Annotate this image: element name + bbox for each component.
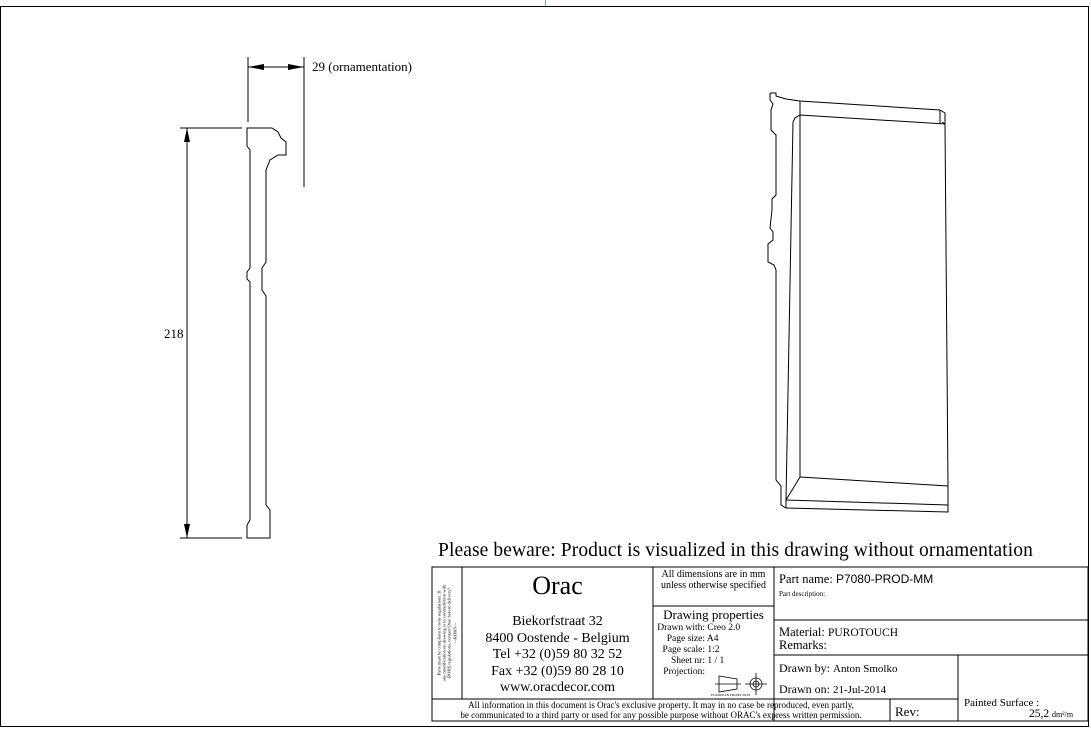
part-name-row: Part name: P7080-PROD-MM xyxy=(779,572,933,587)
remarks-label: Remarks: xyxy=(779,638,827,652)
part-description-label: Part description: xyxy=(779,590,826,598)
property-value: 1:2 xyxy=(707,645,720,655)
property-value: Creo 2.0 xyxy=(707,623,741,633)
property-row: Drawn with: Creo 2.0 xyxy=(647,623,740,633)
website-line: www.oracdecor.com xyxy=(500,680,615,695)
drawn-on-value: 21-Jul-2014 xyxy=(833,684,887,696)
rohs-line: —ROHS— xyxy=(452,622,458,644)
property-row: Sheet nr: 1 / 1 xyxy=(647,656,724,666)
property-value: 1 / 1 xyxy=(707,656,725,666)
drawn-by-value: Anton Smolko xyxy=(833,663,898,675)
dimensions-note: All dimensions are in mm unless otherwis… xyxy=(661,569,766,591)
drawn-on-row: Drawn on: 21-Jul-2014 xyxy=(779,682,886,697)
material-value: PUROTOUCH xyxy=(827,627,899,639)
property-row: Page size: A4 xyxy=(647,634,719,644)
part-name-label: Part name: xyxy=(779,572,833,586)
rohs-line: ROHS regulations, contact Orac before de… xyxy=(447,587,452,679)
property-key: Page scale: xyxy=(662,645,705,655)
center-mark xyxy=(545,0,546,6)
painted-surface-unit: dm²/m xyxy=(1052,710,1074,719)
fax-line: Fax +32 (0)59 80 28 10 xyxy=(491,663,624,679)
drawing-sheet xyxy=(0,6,1089,727)
property-row: Projection: xyxy=(647,667,705,677)
revision-label: Rev: xyxy=(895,704,920,719)
rohs-note: Parts must be compliant to rohs regulati… xyxy=(432,567,462,699)
ornament-width-dimension: 29 (ornamentation) xyxy=(312,59,412,74)
material-row: Material: PUROTOUCH xyxy=(779,625,898,640)
title-block-grid xyxy=(431,566,1089,722)
property-key: Drawn with: xyxy=(657,623,705,633)
material-label: Material: xyxy=(779,625,825,639)
painted-surface-row: 25,2 dm²/m xyxy=(1029,708,1073,720)
warning-text: Please beware: Product is visualized in … xyxy=(438,540,1033,561)
drawn-by-row: Drawn by: Anton Smolko xyxy=(779,661,897,676)
phone-line: Tel +32 (0)59 80 32 52 xyxy=(492,647,623,662)
footer-line: All information in this document is Orac… xyxy=(468,700,854,710)
profile-section xyxy=(246,127,287,539)
painted-surface-value: 25,2 xyxy=(1029,708,1050,720)
copyright-footer: All information in this document is Orac… xyxy=(432,699,890,721)
company-block: Orac Biekorfstraat 32 8400 Oostende - Be… xyxy=(462,567,653,699)
height-dimension: 218 xyxy=(164,326,184,341)
company-name: Orac xyxy=(532,571,583,600)
property-key: Page size: xyxy=(666,634,705,644)
isometric-view xyxy=(767,92,949,513)
drawing-properties-title: Drawing properties xyxy=(663,607,764,622)
property-key: Projection: xyxy=(663,667,705,677)
address-line: Biekorfstraat 32 xyxy=(512,614,603,629)
projection-symbol xyxy=(715,673,767,695)
property-row: Page scale: 1:2 xyxy=(647,645,720,655)
address-line: 8400 Oostende - Belgium xyxy=(485,630,630,646)
company-address: Biekorfstraat 32 8400 Oostende - Belgium… xyxy=(462,614,653,697)
footer-line: be communicated to a third party or used… xyxy=(460,710,862,720)
drawn-by-label: Drawn by: xyxy=(779,661,830,675)
property-key: Sheet nr: xyxy=(670,656,705,666)
drawing-properties: Drawing properties Drawn with: Creo 2.0 … xyxy=(653,606,774,699)
projection-caption: EUROPEAN PROJECTION xyxy=(711,693,751,697)
painted-surface-label: Painted Surface : xyxy=(964,697,1040,709)
part-name-value: P7080-PROD-MM xyxy=(835,572,934,586)
drawn-on-label: Drawn on: xyxy=(779,682,830,696)
property-value: A4 xyxy=(706,634,719,644)
